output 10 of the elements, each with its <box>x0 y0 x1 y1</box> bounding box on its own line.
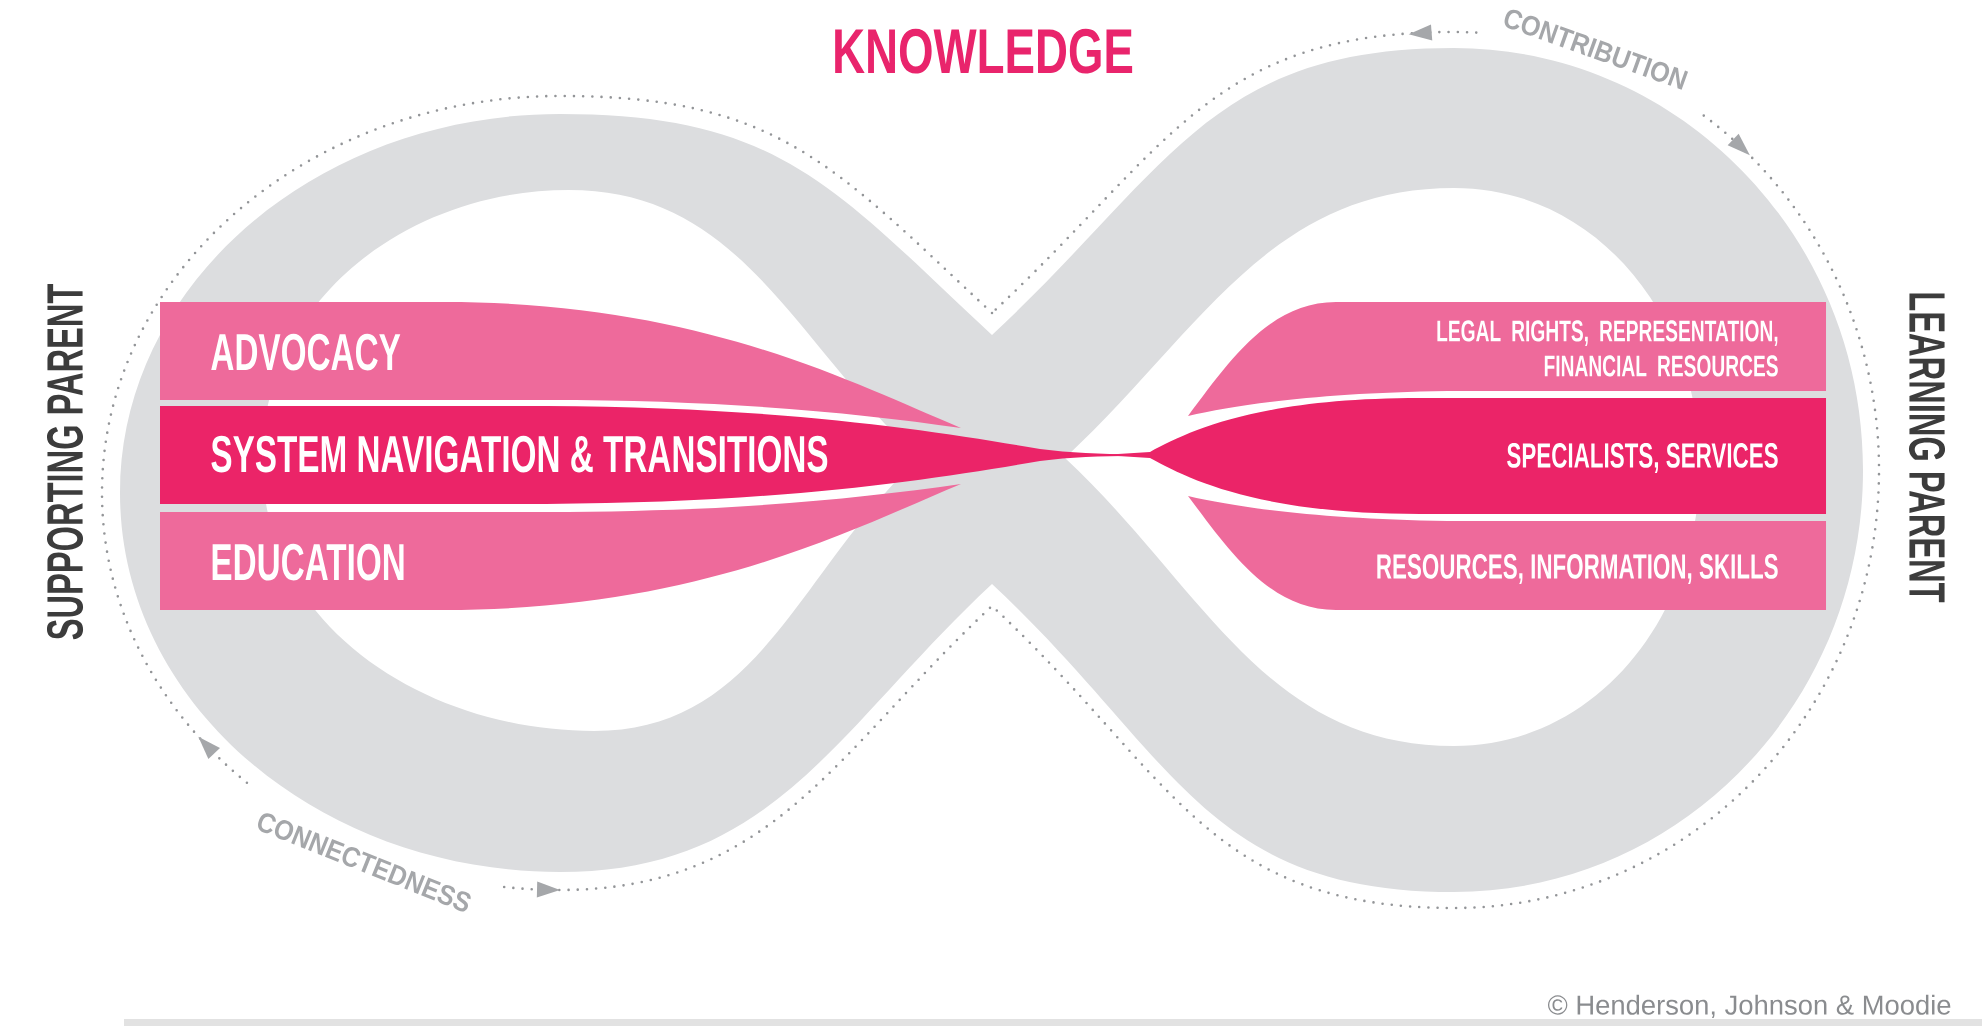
funnel-band: RESOURCES, INFORMATION, SKILLS <box>1188 496 1826 610</box>
copyright-note: © Henderson, Johnson & Moodie <box>1548 994 1951 1018</box>
title: KNOWLEDGE <box>835 28 1133 74</box>
vertical-label: LEARNING PARENT <box>1908 293 1946 603</box>
funnel-band: SYSTEM NAVIGATION & TRANSITIONS <box>160 406 1135 504</box>
funnel-band: LEGAL RIGHTS, REPRESENTATION, FINANCIAL RESOURCES <box>1188 302 1826 416</box>
funnel-band: SPECIALISTS, SERVICES <box>1110 398 1826 514</box>
vertical-label: SUPPORTING PARENT <box>46 284 84 640</box>
funnel-band: EDUCATION <box>160 484 961 610</box>
funnel-band: ADVOCACY <box>160 302 961 428</box>
